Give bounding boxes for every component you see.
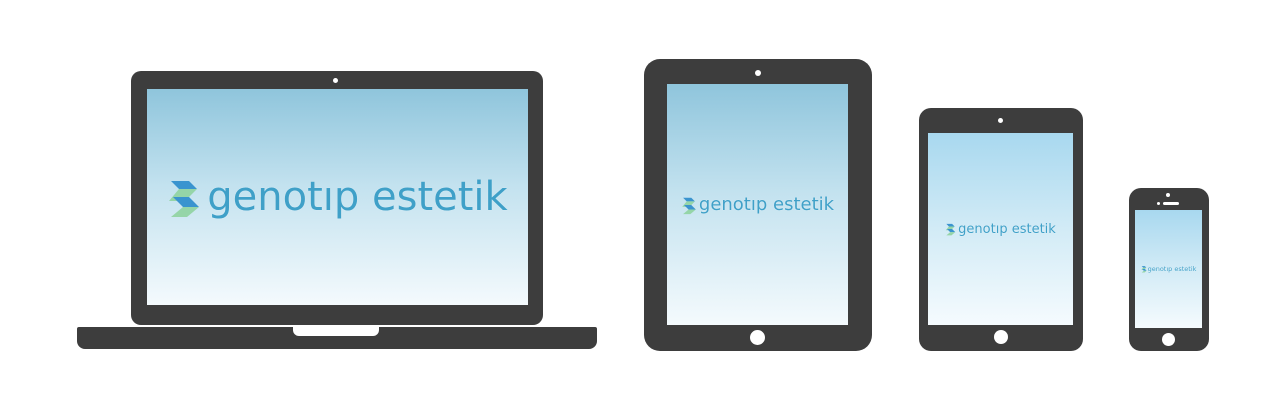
mini-tablet-logo: genotıp estetik	[945, 222, 1056, 237]
laptop-base	[77, 327, 597, 349]
mini-tablet-camera-icon	[998, 118, 1003, 123]
phone-home-button[interactable]	[1162, 333, 1175, 346]
logo-mark-icon	[1140, 266, 1147, 273]
laptop-camera-icon	[333, 78, 338, 83]
logo-mark-icon	[682, 197, 696, 214]
laptop-logo: genotıp estetik	[167, 174, 508, 220]
laptop-notch	[293, 325, 379, 336]
tablet-logo: genotıp estetik	[681, 194, 834, 215]
tablet-screen: genotıp estetik	[667, 84, 848, 325]
tablet-home-button[interactable]	[750, 330, 765, 345]
laptop-screen: genotıp estetik	[147, 89, 528, 305]
phone-logo: genotıp estetik	[1140, 265, 1197, 273]
logo-text: genotıp estetik	[698, 194, 835, 215]
phone-speaker	[1163, 202, 1179, 205]
mini-tablet-screen: genotıp estetik	[928, 133, 1073, 325]
logo-mark-icon	[169, 181, 200, 217]
phone-sensor-icon	[1157, 202, 1160, 205]
tablet-camera-icon	[755, 70, 761, 76]
phone-camera-icon	[1166, 193, 1170, 197]
logo-text: genotıp estetik	[1147, 265, 1197, 273]
mini-tablet-home-button[interactable]	[994, 330, 1008, 344]
logo-text: genotıp estetik	[958, 221, 1056, 237]
logo-text: genotıp estetik	[207, 174, 508, 220]
logo-mark-icon	[945, 223, 956, 236]
phone-screen: genotıp estetik	[1135, 210, 1202, 328]
